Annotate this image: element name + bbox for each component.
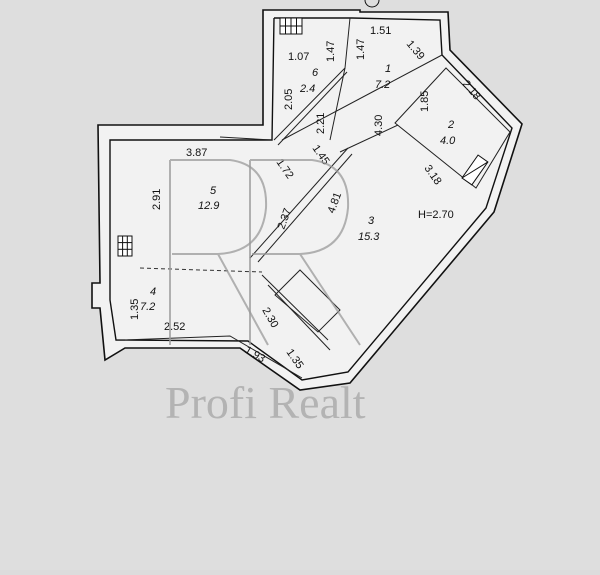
room-area: 4.0 xyxy=(440,135,456,147)
ceiling-height: H=2.70 xyxy=(418,209,454,221)
room-number: 1 xyxy=(385,63,391,75)
partition-wall xyxy=(339,124,399,153)
zone-divider xyxy=(139,267,263,273)
dimension-label: 3.87 xyxy=(186,147,207,159)
room-area: 7.2 xyxy=(140,301,155,313)
dimension-label: 2.21 xyxy=(315,113,327,134)
room-number: 2 xyxy=(447,119,454,131)
room-area: 7.2 xyxy=(375,79,390,91)
dimension-label: 1.35 xyxy=(129,299,141,320)
dimension-label: 2.05 xyxy=(283,89,295,110)
dimension-label: 1.47 xyxy=(355,39,367,60)
partition-wall xyxy=(124,335,303,379)
dimension-label: 1.47 xyxy=(325,41,337,62)
partition-wall xyxy=(277,71,348,146)
radiator-icon xyxy=(117,235,133,257)
room-area: 15.3 xyxy=(358,231,380,243)
watermark-text: Profi Realt xyxy=(165,377,366,428)
outer-wall xyxy=(91,9,523,391)
partition-wall xyxy=(267,284,331,351)
room-number: 6 xyxy=(312,67,319,79)
inner-outline xyxy=(109,17,513,381)
dimension-label: 2.52 xyxy=(164,321,185,333)
dimension-label: 2.91 xyxy=(151,189,163,210)
watermark-logo xyxy=(169,159,361,346)
partition-wall xyxy=(394,67,511,189)
partition-wall xyxy=(329,67,346,141)
partition-wall xyxy=(257,153,353,263)
dimension-label: 1.07 xyxy=(288,51,309,63)
dimension-label: 1.85 xyxy=(419,91,431,112)
room-number: 5 xyxy=(210,185,217,197)
dimension-label: 4.30 xyxy=(373,115,385,136)
room-area: 12.9 xyxy=(198,200,219,212)
radiator-icon xyxy=(279,17,303,35)
stove-icon xyxy=(461,154,489,186)
room-number: 3 xyxy=(368,215,375,227)
partition-wall xyxy=(281,54,443,141)
dimension-label: 1.51 xyxy=(370,25,391,37)
partition-wall xyxy=(219,136,273,141)
partition-wall xyxy=(274,269,341,333)
partition-wall xyxy=(261,274,329,341)
entry-marker xyxy=(364,0,380,8)
room-area: 2.4 xyxy=(299,83,315,95)
room-number: 4 xyxy=(150,286,156,298)
